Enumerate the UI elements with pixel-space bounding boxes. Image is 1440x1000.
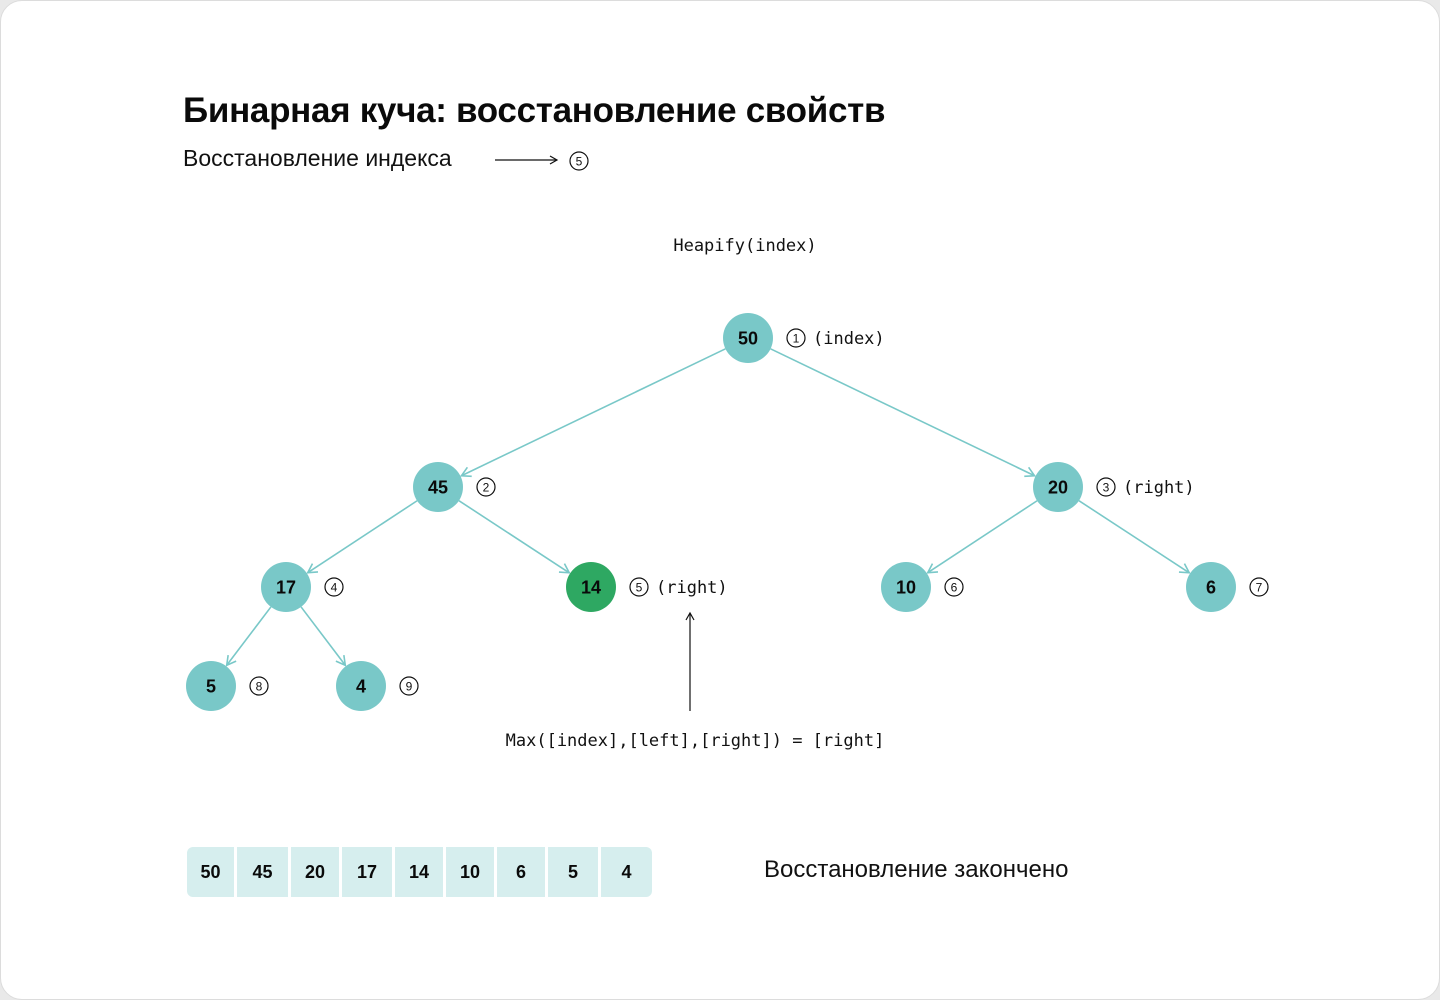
node-circle-highlighted bbox=[566, 562, 616, 612]
node-value: 20 bbox=[1048, 478, 1068, 498]
tree-edge bbox=[926, 500, 1038, 574]
tree-node: 17 4 bbox=[261, 562, 344, 612]
node-circle bbox=[881, 562, 931, 612]
array-cell: 20 bbox=[291, 847, 342, 897]
node-index-badge bbox=[324, 577, 344, 597]
node-value: 10 bbox=[896, 578, 916, 598]
node-circle bbox=[723, 313, 773, 363]
tree-edge bbox=[1078, 500, 1191, 574]
function-label: Heapify(index) bbox=[673, 236, 816, 256]
node-index-badge bbox=[944, 577, 964, 597]
node-circle bbox=[261, 562, 311, 612]
node-index-label: 8 bbox=[256, 680, 263, 694]
node-index-badge bbox=[786, 328, 806, 348]
tree-node: 50 1 (index) bbox=[723, 313, 885, 363]
tree-edge bbox=[770, 348, 1037, 478]
node-index-label: 2 bbox=[483, 481, 490, 495]
node-index-badge bbox=[1249, 577, 1269, 597]
node-tag: (index) bbox=[813, 329, 885, 349]
subtitle-index-badge bbox=[569, 151, 589, 171]
tree-edge bbox=[458, 500, 571, 574]
node-value: 6 bbox=[1206, 578, 1216, 598]
node-circle bbox=[186, 661, 236, 711]
node-index-label: 7 bbox=[1256, 581, 1263, 595]
node-value: 4 bbox=[356, 677, 366, 697]
array-cell: 17 bbox=[342, 847, 395, 897]
node-index-badge bbox=[629, 577, 649, 597]
node-value: 14 bbox=[581, 578, 601, 598]
done-text: Восстановление закончено bbox=[764, 856, 1069, 883]
tree-node: 14 5 (right) bbox=[566, 562, 728, 612]
array-cell: 5 bbox=[548, 847, 601, 897]
node-index-badge bbox=[476, 477, 496, 497]
node-index-label: 6 bbox=[951, 581, 958, 595]
node-circle bbox=[413, 462, 463, 512]
array-cell: 4 bbox=[601, 847, 652, 897]
node-circle bbox=[1033, 462, 1083, 512]
tree-node: 10 6 bbox=[881, 562, 964, 612]
node-value: 50 bbox=[738, 329, 758, 349]
page-title: Бинарная куча: восстановление свойств bbox=[183, 91, 886, 130]
node-index-label: 4 bbox=[331, 581, 338, 595]
array-cell: 50 bbox=[187, 847, 237, 897]
node-index-badge bbox=[1096, 477, 1116, 497]
array-cell: 10 bbox=[446, 847, 497, 897]
tree-edge bbox=[459, 348, 726, 478]
array-cell: 14 bbox=[395, 847, 446, 897]
node-value: 17 bbox=[276, 578, 296, 598]
node-value: 45 bbox=[428, 478, 448, 498]
node-tag: (right) bbox=[656, 578, 728, 598]
array-cell: 6 bbox=[497, 847, 548, 897]
node-circle bbox=[336, 661, 386, 711]
node-index-label: 9 bbox=[406, 680, 413, 694]
array-cell: 45 bbox=[237, 847, 291, 897]
node-value: 5 bbox=[206, 677, 216, 697]
node-index-badge bbox=[249, 676, 269, 696]
node-circle bbox=[1186, 562, 1236, 612]
subtitle-index-label: 5 bbox=[576, 155, 583, 169]
max-label: Max([index],[left],[right]) = [right] bbox=[506, 731, 885, 751]
node-index-label: 5 bbox=[636, 581, 643, 595]
tree-node: 20 3 (right) bbox=[1033, 462, 1195, 512]
edges-layer bbox=[225, 348, 1191, 667]
node-tag: (right) bbox=[1123, 478, 1195, 498]
subtitle: Восстановление индекса bbox=[183, 145, 452, 171]
tree-node: 45 2 bbox=[413, 462, 496, 512]
node-index-label: 1 bbox=[793, 332, 800, 346]
tree-edge bbox=[306, 500, 418, 574]
node-index-badge bbox=[399, 676, 419, 696]
tree-edge bbox=[300, 606, 347, 667]
tree-edge bbox=[225, 606, 272, 667]
node-index-label: 3 bbox=[1103, 481, 1110, 495]
